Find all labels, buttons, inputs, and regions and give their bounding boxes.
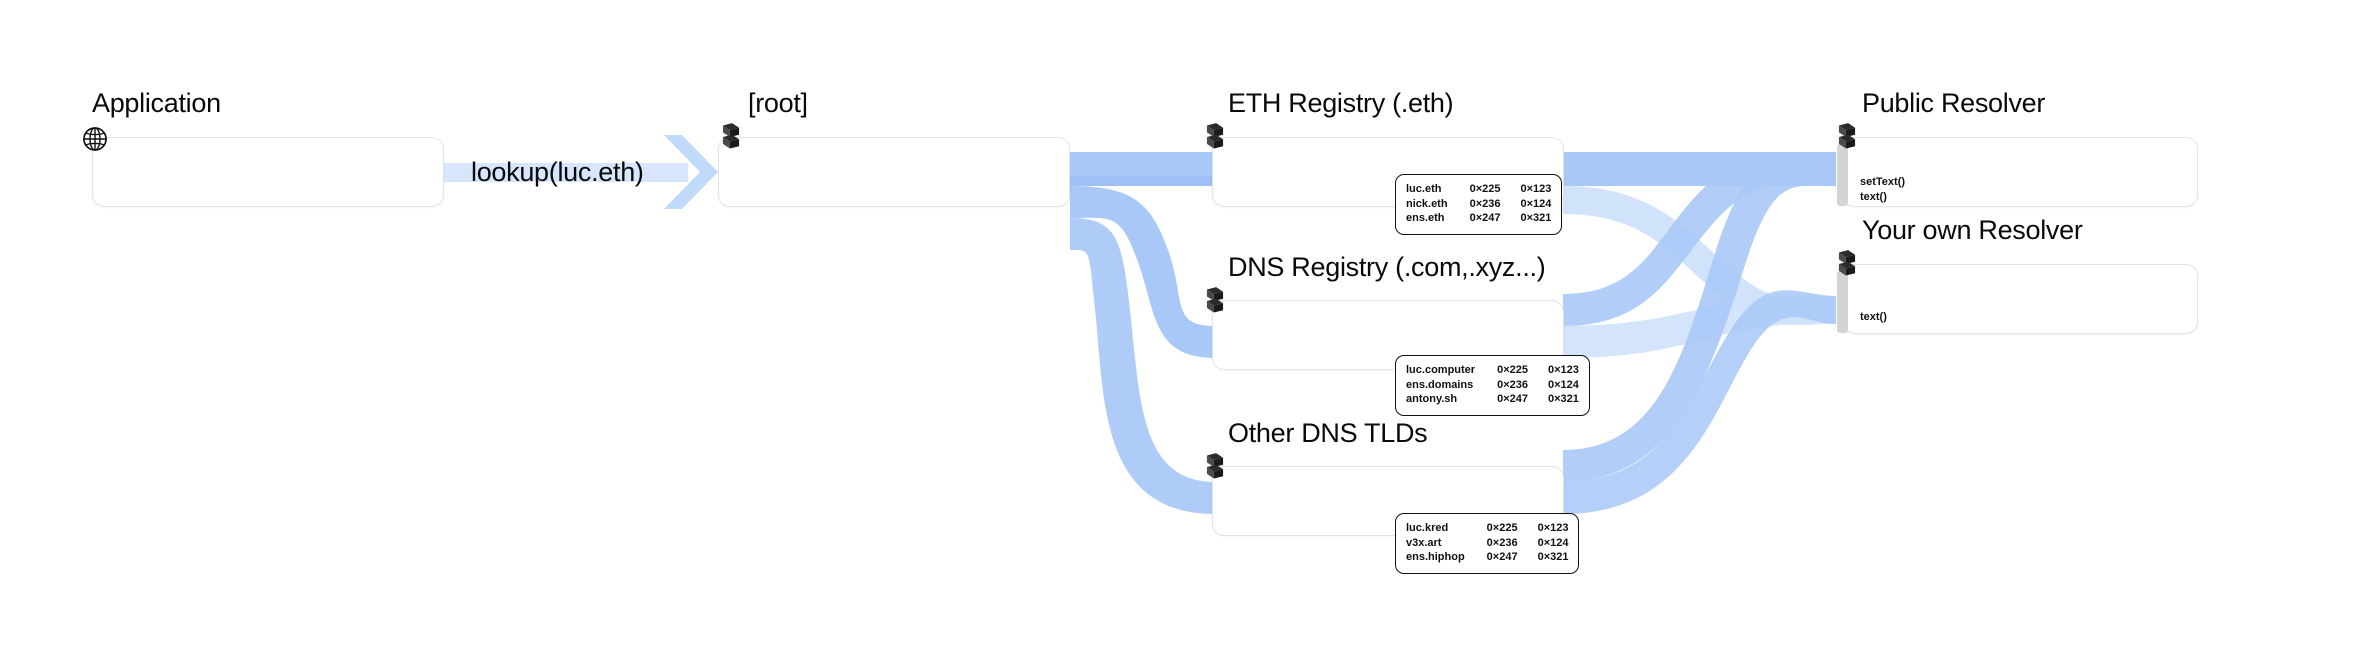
flow-root-to-other: [1070, 218, 1215, 514]
edge-label-lookup: lookup(luc.eth): [471, 157, 644, 187]
other-dns-tlds-title: Other DNS TLDs: [1228, 418, 1428, 448]
contract-icon: [1838, 250, 1856, 276]
flow-other-to-yourown: [1563, 290, 1836, 514]
node-your-own-resolver[interactable]: [1843, 264, 2198, 334]
record-row: ens.domains 0×236 0×124: [1406, 378, 1579, 393]
record-row: luc.kred 0×225 0×123: [1406, 521, 1568, 536]
contract-icon: [1206, 123, 1224, 149]
root-title: [root]: [748, 88, 808, 118]
your-own-resolver-methods: text(): [1860, 310, 1887, 325]
record-cell-name: ens.eth: [1406, 212, 1445, 225]
node-public-resolver[interactable]: [1843, 137, 2198, 207]
dns-registry-title: DNS Registry (.com,.xyz...): [1228, 252, 1546, 282]
record-row: antony.sh 0×247 0×321: [1406, 392, 1579, 407]
record-cell-node: 0×247: [1497, 393, 1528, 406]
resolver-method: text(): [1860, 190, 1887, 203]
record-row: luc.computer 0×225 0×123: [1406, 363, 1579, 378]
node-root[interactable]: [718, 137, 1070, 207]
resolver-method: setText(): [1860, 176, 1906, 188]
record-rows: luc.computer 0×225 0×123 ens.domains 0×236 0×…: [1406, 363, 1579, 407]
record-cell-owner: 0×321: [1537, 551, 1569, 564]
record-row: ens.hiphop 0×247 0×321: [1406, 550, 1568, 565]
record-cell-node: 0×225: [1497, 364, 1528, 376]
record-row: ens.eth 0×247 0×321: [1406, 211, 1551, 226]
contract-icon: [722, 123, 740, 149]
flow-root-to-eth-shadow: [1070, 176, 1215, 186]
node-application[interactable]: [92, 137, 444, 207]
globe-icon: [83, 127, 107, 151]
application-title: Application: [92, 88, 221, 118]
record-cell-owner: 0×123: [1547, 364, 1579, 376]
contract-icon: [1206, 453, 1224, 479]
record-cell-node: 0×247: [1469, 212, 1501, 225]
record-cell-name: ens.domains: [1406, 378, 1474, 391]
record-cell-node: 0×247: [1486, 551, 1518, 564]
record-row: v3x.art 0×236 0×124: [1406, 536, 1568, 551]
record-cell-name: nick.eth: [1406, 197, 1448, 210]
record-cell-name: antony.sh: [1406, 393, 1458, 406]
record-row: nick.eth 0×236 0×124: [1406, 197, 1551, 212]
record-cell-name: v3x.art: [1406, 536, 1442, 549]
eth-registry-title: ETH Registry (.eth): [1228, 88, 1454, 118]
record-cell-owner: 0×123: [1537, 522, 1569, 534]
flow-other-to-public: [1563, 153, 1836, 482]
contract-icon: [1206, 287, 1224, 313]
record-cell-node: 0×236: [1469, 197, 1501, 210]
record-row: luc.eth 0×225 0×123: [1406, 182, 1551, 197]
flow-dns-to-yourown: [1563, 295, 1836, 358]
record-table: luc.computer 0×225 0×123 ens.domains 0×236 0×…: [1406, 363, 1579, 407]
public-resolver-methods: setText() text(): [1860, 175, 1905, 204]
record-cell-owner: 0×123: [1520, 183, 1552, 195]
your-own-resolver-title: Your own Resolver: [1862, 215, 2083, 245]
flow-arrowhead-root: [664, 135, 718, 209]
public-resolver-title: Public Resolver: [1862, 88, 2046, 118]
flow-eth-to-public: [1563, 152, 1836, 186]
record-cell-owner: 0×321: [1520, 212, 1552, 225]
record-cell-name: ens.hiphop: [1406, 551, 1465, 564]
record-cell-owner: 0×124: [1520, 197, 1552, 210]
public-resolver-handle[interactable]: [1837, 144, 1848, 206]
record-cell-owner: 0×124: [1547, 378, 1579, 391]
resolver-method: text(): [1860, 311, 1887, 323]
record-cell-name: luc.computer: [1406, 364, 1476, 376]
record-cell-node: 0×236: [1486, 536, 1518, 549]
record-cell-owner: 0×124: [1537, 536, 1569, 549]
record-cell-node: 0×225: [1469, 183, 1501, 195]
record-cell-name: luc.kred: [1406, 522, 1449, 534]
contract-icon: [1838, 123, 1856, 149]
your-own-resolver-handle[interactable]: [1837, 271, 1848, 333]
record-cell-name: luc.eth: [1406, 183, 1442, 195]
flow-dns-to-public: [1563, 152, 1836, 326]
flow-eth-to-yourown: [1563, 186, 1836, 325]
record-cell-node: 0×236: [1497, 378, 1528, 391]
flow-root-to-eth: [1070, 152, 1215, 186]
record-cell-owner: 0×321: [1547, 393, 1579, 406]
dns-registry-record-table: luc.computer 0×225 0×123 ens.domains 0×236 0×…: [1395, 355, 1590, 416]
flow-root-to-dns: [1070, 186, 1215, 358]
record-cell-node: 0×225: [1486, 522, 1518, 534]
